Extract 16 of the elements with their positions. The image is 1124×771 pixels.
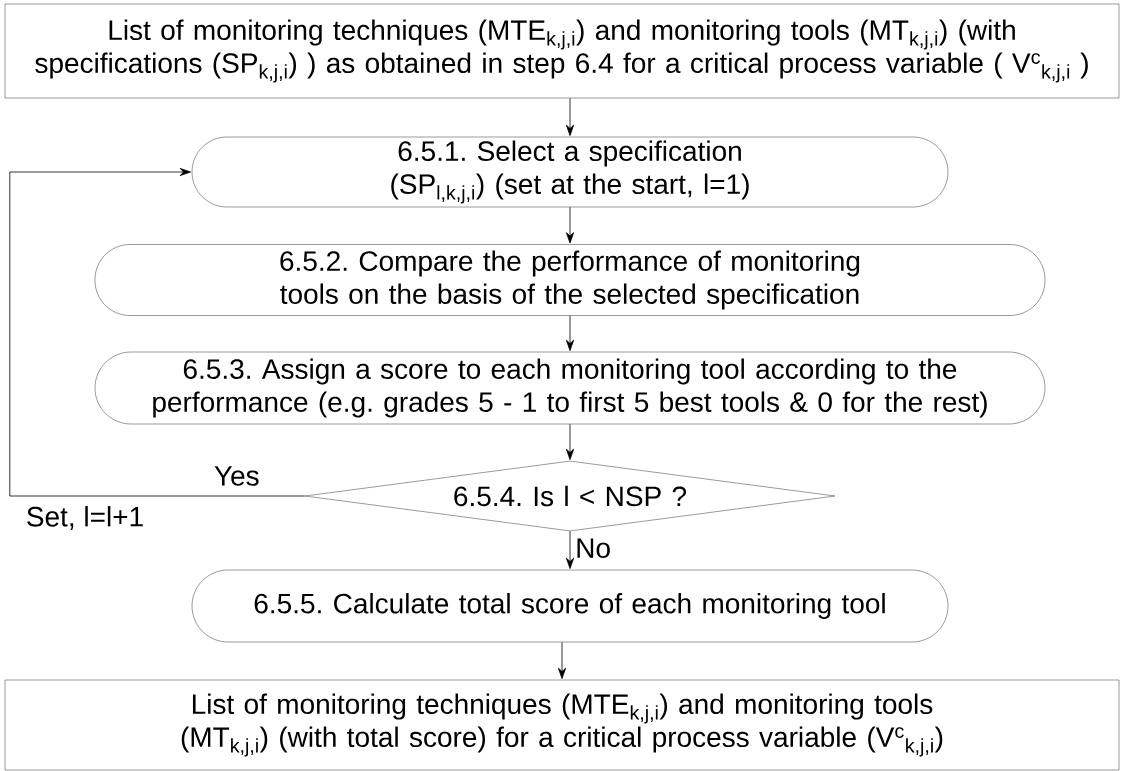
edge-label: No <box>577 538 610 558</box>
process-box: 6.5.5. Calculate total score of each monitoring tool <box>191 569 949 643</box>
arrow <box>566 206 574 244</box>
process-box: 6.5.1. Select a specification (SP$_{l,k,j,i}$) (set at the start, l=1) <box>191 136 949 208</box>
note: Set, l=l+1 <box>27 506 143 530</box>
process-box: 6.5.3. Assign a score to each monitoring tool according to the performance (e.g. grades 5 - 1 to first 5 best tools & 0 for the rest) <box>94 351 1046 425</box>
list-box: List of monitoring techniques (MTE$_{k,j,i}$) and monitoring tools (MT$_{k,j,i}$) (with specifications (SP$_{k,j,i}$) ) as obtained in step 6.4 for a critical process variable ( V$^{c}$$_{k,j,i}$ ) <box>4 3 1120 99</box>
arrow <box>566 423 574 460</box>
arrow <box>566 315 574 351</box>
process-box: 6.5.2. Compare the performance of monitoring tools on the basis of the selected specification <box>94 244 1046 316</box>
arrow <box>566 97 574 136</box>
arrow <box>9 168 306 497</box>
arrow <box>558 641 567 679</box>
list-box: List of monitoring techniques (MTE$_{k,j,i}$) and monitoring tools (MT$_{k,j,i}$) (with total score) for a critical process variable (V$^{c}$$_{k,j,i}$) <box>4 679 1120 771</box>
edge-label: Yes <box>214 466 259 486</box>
arrow <box>566 530 574 569</box>
